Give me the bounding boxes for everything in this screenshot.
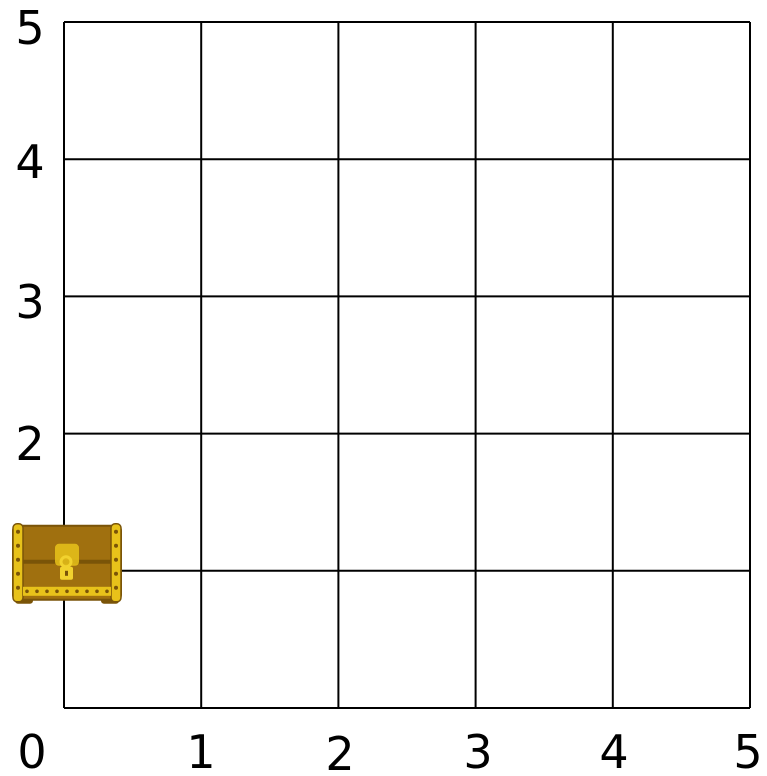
treasure-chest-icon <box>13 524 121 604</box>
x-tick-label: 5 <box>733 725 762 776</box>
y-tick-label: 4 <box>15 135 44 189</box>
x-tick-label: 2 <box>325 727 354 776</box>
x-tick-label: 4 <box>599 725 628 776</box>
board-pieces <box>13 524 121 604</box>
y-tick-label: 2 <box>15 417 44 471</box>
x-tick-label: 1 <box>186 725 215 776</box>
y-tick-label: 3 <box>15 275 44 329</box>
y-axis-labels: 2 3 4 5 <box>15 1 44 471</box>
grid-lines <box>64 22 750 708</box>
y-tick-label: 5 <box>15 1 44 55</box>
x-tick-label: 3 <box>463 725 492 776</box>
x-tick-label: 0 <box>17 725 46 776</box>
x-axis-labels: 0 1 2 3 4 5 <box>17 725 762 776</box>
